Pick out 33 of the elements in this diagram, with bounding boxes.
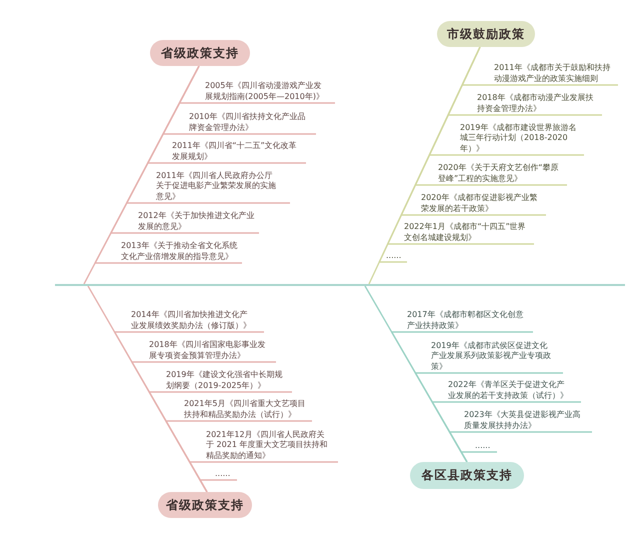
ellipsis-text: ...... <box>215 468 237 479</box>
policy-text: 2020年《关于天府文艺创作“攀原登峰”工程的实施意见》 <box>438 163 560 184</box>
policy-text: 2017年《成都市郫都区文化创意产业扶持政策》 <box>407 310 527 331</box>
spine-line <box>55 284 625 286</box>
policy-text: 2022年1月《成都市“十四五”世界文创名城建设规划》 <box>404 222 526 243</box>
category-tag: 各区县政策支持 <box>410 462 524 489</box>
policy-text: 2018年《四川省国家电影事业发展专项资金预算管理办法》 <box>149 340 269 361</box>
policy-text: 2011年《四川省人民政府办公厅关于促进电影产业繁荣发展的实施意见》 <box>156 170 280 202</box>
policy-text: 2021年12月《四川省人民政府关于 2021 年度重大文艺项目扶持和精品奖励的通知》 <box>206 430 330 461</box>
ellipsis-text: ...... <box>386 250 408 261</box>
policy-text: 2012年《关于加快推进文化产业发展的意见》 <box>138 211 258 232</box>
policy-text: 2022年《青羊区关于促进文化产业发展的若干支持政策（试行）》 <box>448 380 570 401</box>
policy-text: 2023年《大英县促进影视产业高质量发展扶持办法》 <box>464 410 584 431</box>
policy-text: 2014年《四川省加快推进文化产业发展绩效奖励办法（修订版）》 <box>131 310 253 331</box>
category-tag: 省级政策支持 <box>158 492 252 518</box>
category-tag: 市级鼓励政策 <box>437 21 535 47</box>
policy-text: 2005年《四川省动漫游戏产业发展规划指南(2005年—2010年)》 <box>205 81 327 102</box>
branch-line <box>94 66 242 264</box>
policy-text: 2011年《四川省“十二五”文化改革发展规划》 <box>172 141 297 162</box>
ellipsis-text: ...... <box>475 440 497 451</box>
branch-line <box>378 46 481 263</box>
policy-text: 2019年《建设文化强省中长期规划纲要（2019-2025年）》 <box>166 370 286 391</box>
policy-text: 2010年《四川省扶持文化产业品牌资金管理办法》 <box>189 112 309 133</box>
policy-text: 2011年《成都市关于鼓励和扶持动漫游戏产业的政策实施细则 <box>494 63 614 84</box>
policy-text: 2020年《成都市促进影视产业繁荣发展的若干政策》 <box>421 193 541 214</box>
policy-text: 2019年《成都市建设世界旅游名城三年行动计划（2018-2020年）》 <box>460 122 580 154</box>
policy-text: 2013年《关于推动全省文化系统文化产业倍增发展的指导意见》 <box>121 241 241 262</box>
policy-text: 2018年《成都市动漫产业发展扶持资金管理办法》 <box>477 93 597 114</box>
category-tag: 省级政策支持 <box>150 40 250 66</box>
policy-text: 2021年5月《四川省重大文艺项目扶持和精品奖励办法（试行）》 <box>184 399 308 420</box>
bone-line <box>364 286 468 462</box>
bone-line <box>87 286 208 492</box>
policy-text: 2019年《成都市武侯区促进文化产业发展系列政策影视产业专项政策》 <box>431 340 553 372</box>
